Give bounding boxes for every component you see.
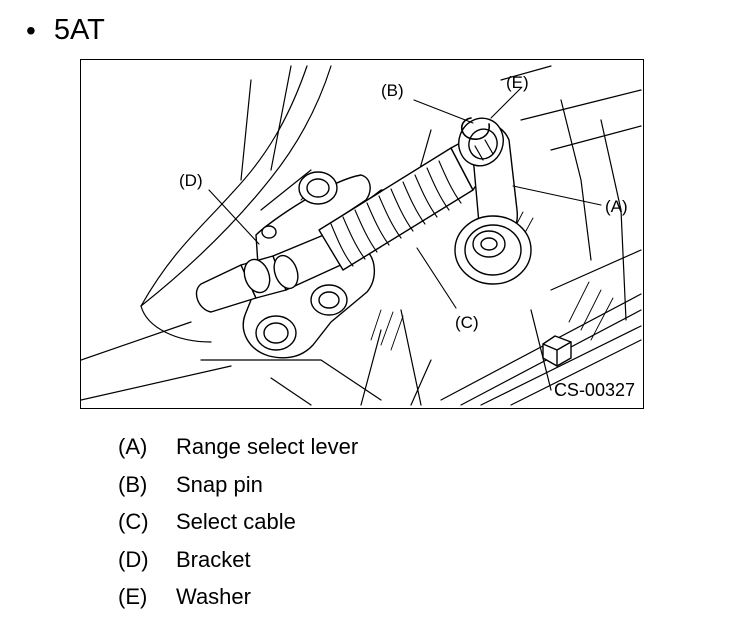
- select-cable-diagram: (B) (E) (A) (C) (D): [81, 65, 642, 406]
- legend-key: (B): [118, 471, 148, 497]
- section-heading: • 5AT: [26, 14, 105, 47]
- bullet-icon: •: [26, 14, 36, 46]
- legend-label: Snap pin: [176, 471, 263, 497]
- legend-key: (A): [118, 434, 148, 459]
- washer-and-snap-pin: [458, 117, 504, 167]
- cable-end-tube: [195, 231, 344, 313]
- section-title: 5AT: [53, 14, 105, 46]
- leader-lines: [208, 87, 602, 309]
- callout-b: (B): [381, 81, 404, 100]
- callout-a: (A): [605, 197, 628, 216]
- legend-key: (D): [118, 546, 149, 572]
- callout-d: (D): [179, 171, 203, 190]
- legend-label: Range select lever: [176, 434, 359, 459]
- diagram-figure: (B) (E) (A) (C) (D) CS-00327: [80, 59, 644, 409]
- callout-labels: (B) (E) (A) (C) (D): [179, 73, 628, 332]
- bolt: [542, 335, 572, 367]
- legend-label: Washer: [176, 584, 251, 609]
- legend-key: (C): [118, 509, 149, 534]
- callout-e: (E): [506, 73, 529, 92]
- callout-c: (C): [455, 313, 479, 332]
- legend-label: Select cable: [176, 509, 296, 534]
- legend-key: (E): [118, 584, 148, 609]
- legend-label: Bracket: [176, 546, 251, 572]
- figure-id: CS-00327: [553, 380, 635, 400]
